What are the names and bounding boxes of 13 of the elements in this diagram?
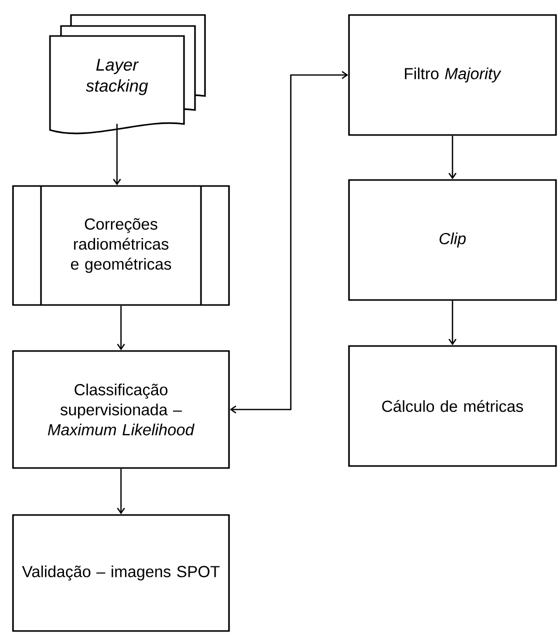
process-box: Cálculo de métricas <box>348 345 557 467</box>
arrow <box>116 468 126 514</box>
predefined-process-box: Correções radiométricas e geométricas <box>12 185 230 306</box>
process-box: Classificação supervisionada – Maximum Likelihood <box>12 350 230 469</box>
document-stack: Layer stacking <box>49 14 206 134</box>
process-box: Validação – imagens SPOT <box>12 514 230 632</box>
arrow <box>112 124 122 186</box>
process-box: Clip <box>348 179 557 301</box>
connector-arrow <box>230 70 348 414</box>
arrow <box>448 136 457 180</box>
arrow <box>448 300 457 346</box>
process-box: Filtro Majority <box>348 14 557 136</box>
arrow <box>116 306 126 350</box>
